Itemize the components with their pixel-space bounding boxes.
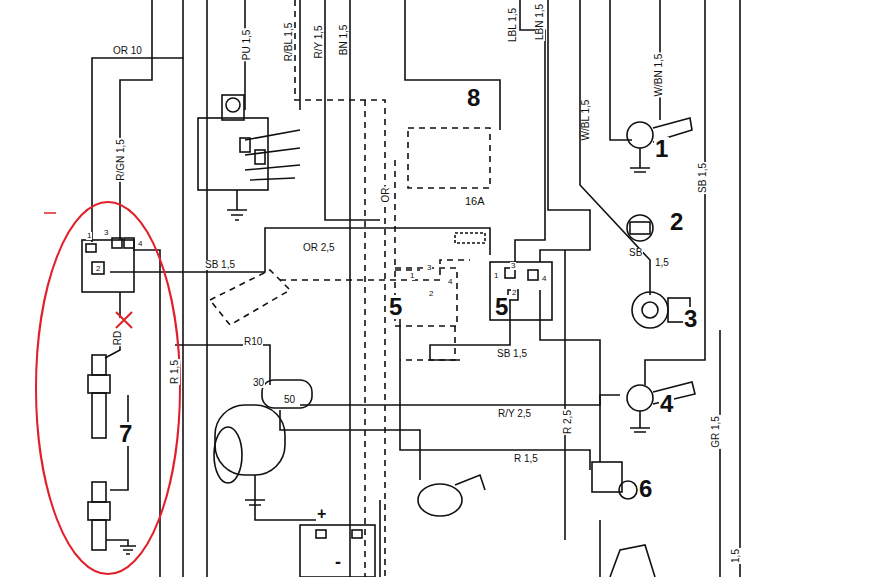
wire-label: 1,5 — [654, 258, 670, 268]
wire-label: 50 — [283, 395, 296, 405]
wire-label: SB 1,5 — [496, 349, 528, 359]
callout-number: 2 — [669, 210, 684, 234]
wire-label: 1 — [493, 272, 499, 280]
wire-label: R/Y 1,5 — [314, 24, 324, 59]
wire-label: R 2,5 — [563, 409, 573, 435]
wire-label: 2 — [95, 265, 101, 273]
wire-label: 3 — [103, 229, 109, 237]
wire-label: 3 — [426, 264, 432, 272]
wire-label: R 1,5 — [170, 359, 180, 385]
wire-label: OR — [381, 187, 391, 204]
wire-label: 4 — [137, 240, 143, 248]
wire-label: LBL 1,5 — [508, 7, 518, 43]
wire-label: PU 1,5 — [242, 29, 252, 62]
wire-label: SB 1,5 — [698, 162, 708, 194]
wire-label: BN 1,5 — [339, 24, 349, 57]
wire-label: W/BN 1,5 — [654, 53, 664, 98]
callout-number: 6 — [638, 477, 653, 501]
wire-label: OR 2,5 — [302, 243, 336, 253]
callout-number: 5 — [494, 295, 509, 319]
wire-label: LBN 1,5 — [535, 3, 545, 41]
callout-number: 3 — [683, 307, 698, 331]
callout-number: 4 — [659, 392, 674, 416]
wire-label: 1 — [409, 272, 415, 280]
wire-label: 1 — [86, 232, 92, 240]
wire-label: 4 — [541, 275, 547, 283]
wire-label: R10 — [243, 337, 263, 347]
callout-number: + — [316, 506, 327, 522]
wire-label: 2 — [428, 290, 434, 298]
wire-label: OR 10 — [112, 46, 143, 56]
wire-label: SB 1,5 — [204, 260, 236, 270]
wire-label: 30 — [252, 378, 265, 388]
wire-label: 3 — [510, 262, 516, 270]
wire-label: R/GN 1,5 — [116, 138, 126, 182]
wire-label: GR 1,5 — [711, 415, 721, 449]
wire-label: 4 — [447, 278, 453, 286]
callout-number: 8 — [466, 86, 481, 110]
wire-label: R/Y 2,5 — [497, 409, 532, 419]
wire-label: R/BL 1,5 — [284, 22, 294, 63]
wire-label: SB — [628, 248, 643, 258]
wire-label: RD — [113, 330, 123, 346]
wire-label: 2 — [511, 289, 517, 297]
callout-number: 1 — [654, 137, 669, 161]
wire-label: W/BL 1,5 — [581, 99, 591, 142]
callout-number: - — [334, 553, 342, 571]
wire-label: 16A — [464, 196, 486, 207]
wire-label: R 1,5 — [513, 454, 539, 464]
callout-number: 5 — [388, 295, 403, 319]
wire-label: 1,5 — [731, 548, 741, 564]
callout-number: 7 — [118, 422, 133, 446]
